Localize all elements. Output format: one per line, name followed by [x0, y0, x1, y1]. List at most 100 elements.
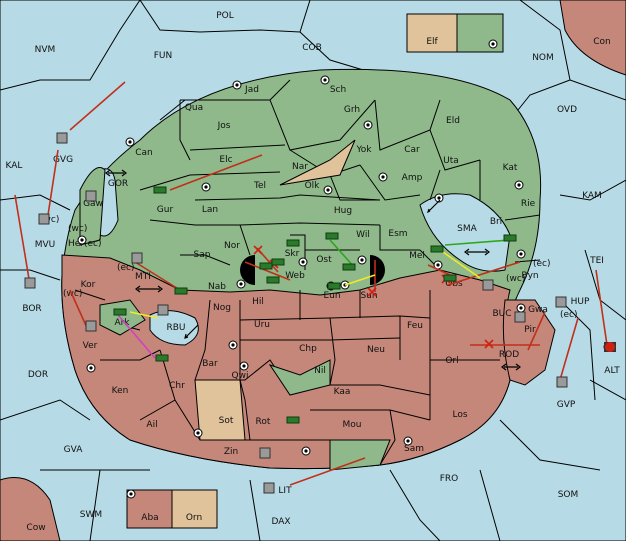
- supply-center-dot: [366, 123, 370, 127]
- fleet-icon[interactable]: [38, 213, 50, 225]
- supply-center-dot: [437, 196, 441, 200]
- label-skr: Skr: [285, 249, 300, 259]
- fleet-icon[interactable]: [157, 304, 169, 316]
- label-fro: FRO: [440, 474, 459, 484]
- label-kam: KAM: [582, 191, 602, 201]
- label-neu: Neu: [367, 345, 385, 355]
- label-sap: Sap: [194, 250, 211, 260]
- label-rod: ROD: [499, 350, 519, 360]
- label-sam: Sam: [404, 444, 424, 454]
- region-nar[interactable]: [279, 139, 356, 186]
- region-nil[interactable]: [268, 359, 331, 396]
- army-icon[interactable]: [286, 416, 300, 424]
- army-icon[interactable]: [286, 239, 300, 247]
- fleet-icon[interactable]: [556, 376, 568, 388]
- army-icon[interactable]: [113, 308, 127, 316]
- label-gvg: GVG: [53, 155, 73, 165]
- fleet-icon[interactable]: [85, 320, 97, 332]
- label-jos: Jos: [217, 121, 231, 131]
- army-icon[interactable]: [443, 274, 457, 282]
- label-can: Can: [135, 148, 153, 158]
- fleet-icon[interactable]: [131, 252, 143, 264]
- label-mti: MTI: [135, 272, 151, 282]
- label-fun: FUN: [154, 51, 173, 61]
- army-icon[interactable]: [430, 245, 444, 253]
- army-icon[interactable]: [259, 262, 273, 270]
- fleet-icon[interactable]: [259, 447, 271, 459]
- army-icon[interactable]: [174, 287, 188, 295]
- army-icon[interactable]: [153, 186, 167, 194]
- label-rot: Rot: [256, 417, 271, 427]
- coast-mark: (ec): [560, 310, 578, 320]
- supply-center-dot: [239, 282, 243, 286]
- region-gaw[interactable]: [79, 167, 106, 246]
- label-esm: Esm: [388, 229, 407, 239]
- fleet-icon[interactable]: [56, 132, 68, 144]
- box-orn[interactable]: [171, 489, 218, 529]
- supply-center-dot: [231, 343, 235, 347]
- fleet-icon[interactable]: [263, 482, 275, 494]
- coast-mark: (ec): [533, 259, 551, 269]
- army-icon[interactable]: [342, 263, 356, 271]
- supply-center-dot: [196, 431, 200, 435]
- supply-center-dot: [360, 258, 364, 262]
- label-ver: Ver: [83, 341, 98, 351]
- label-buc: BUC: [492, 309, 511, 319]
- supply-center-dot: [129, 492, 133, 496]
- region-sot[interactable]: [194, 379, 246, 441]
- label-gva: GVA: [64, 445, 84, 455]
- region-ark[interactable]: [99, 299, 146, 336]
- label-nvm: NVM: [35, 45, 56, 55]
- coast-mark: (ec): [117, 263, 135, 273]
- army-icon[interactable]: [266, 276, 280, 284]
- label-los: Los: [452, 410, 467, 420]
- label-web: Web: [285, 271, 305, 281]
- fleet-icon[interactable]: [555, 296, 567, 308]
- army-icon[interactable]: [271, 258, 285, 266]
- label-feu: Feu: [407, 321, 423, 331]
- supply-center-dot: [128, 140, 132, 144]
- label-sma: SMA: [457, 224, 477, 234]
- army-icon[interactable]: [155, 354, 169, 362]
- label-orl: Orl: [445, 356, 458, 366]
- coast-mark: (ec): [84, 239, 102, 249]
- label-nab: Nab: [208, 282, 226, 292]
- label-bri: Bri: [490, 217, 502, 227]
- label-chp: Chp: [299, 344, 317, 354]
- army-icon[interactable]: [325, 232, 339, 240]
- label-chr: Chr: [169, 381, 185, 391]
- region-cow[interactable]: [0, 477, 61, 541]
- supply-center-dot: [436, 263, 440, 267]
- fleet-icon[interactable]: [482, 279, 494, 291]
- label-lit: LIT: [278, 486, 292, 496]
- label-nog: Nog: [213, 303, 231, 313]
- region-kar[interactable]: [329, 439, 391, 471]
- label-hug: Hug: [334, 206, 352, 216]
- army-icon[interactable]: [503, 234, 517, 242]
- label-cow: Cow: [26, 523, 45, 533]
- army-icon[interactable]: [327, 282, 341, 290]
- fleet-icon[interactable]: [85, 190, 97, 202]
- supply-center-dot: [323, 78, 327, 82]
- label-zin: Zin: [224, 447, 238, 457]
- sea-sma[interactable]: [419, 193, 511, 272]
- label-nar: Nar: [292, 162, 308, 172]
- label-mel: Mel: [409, 251, 425, 261]
- fleet-icon[interactable]: [514, 311, 526, 323]
- fleet-icon[interactable]: [24, 277, 36, 289]
- barrier-east: [370, 255, 385, 285]
- label-rbu: RBU: [166, 323, 185, 333]
- dislodged-icon: [604, 342, 616, 352]
- supply-center-dot: [406, 439, 410, 443]
- label-gor: GOR: [108, 179, 128, 189]
- convoy-arrows: [105, 169, 521, 371]
- label-byn: Byn: [521, 271, 538, 281]
- supply-center-dot: [242, 364, 246, 368]
- units: [24, 132, 568, 494]
- label-ovd: OVD: [557, 105, 577, 115]
- label-gur: Gur: [157, 205, 174, 215]
- label-amp: Amp: [402, 173, 423, 183]
- label-sot: Sot: [219, 416, 234, 426]
- label-con: Con: [593, 37, 611, 47]
